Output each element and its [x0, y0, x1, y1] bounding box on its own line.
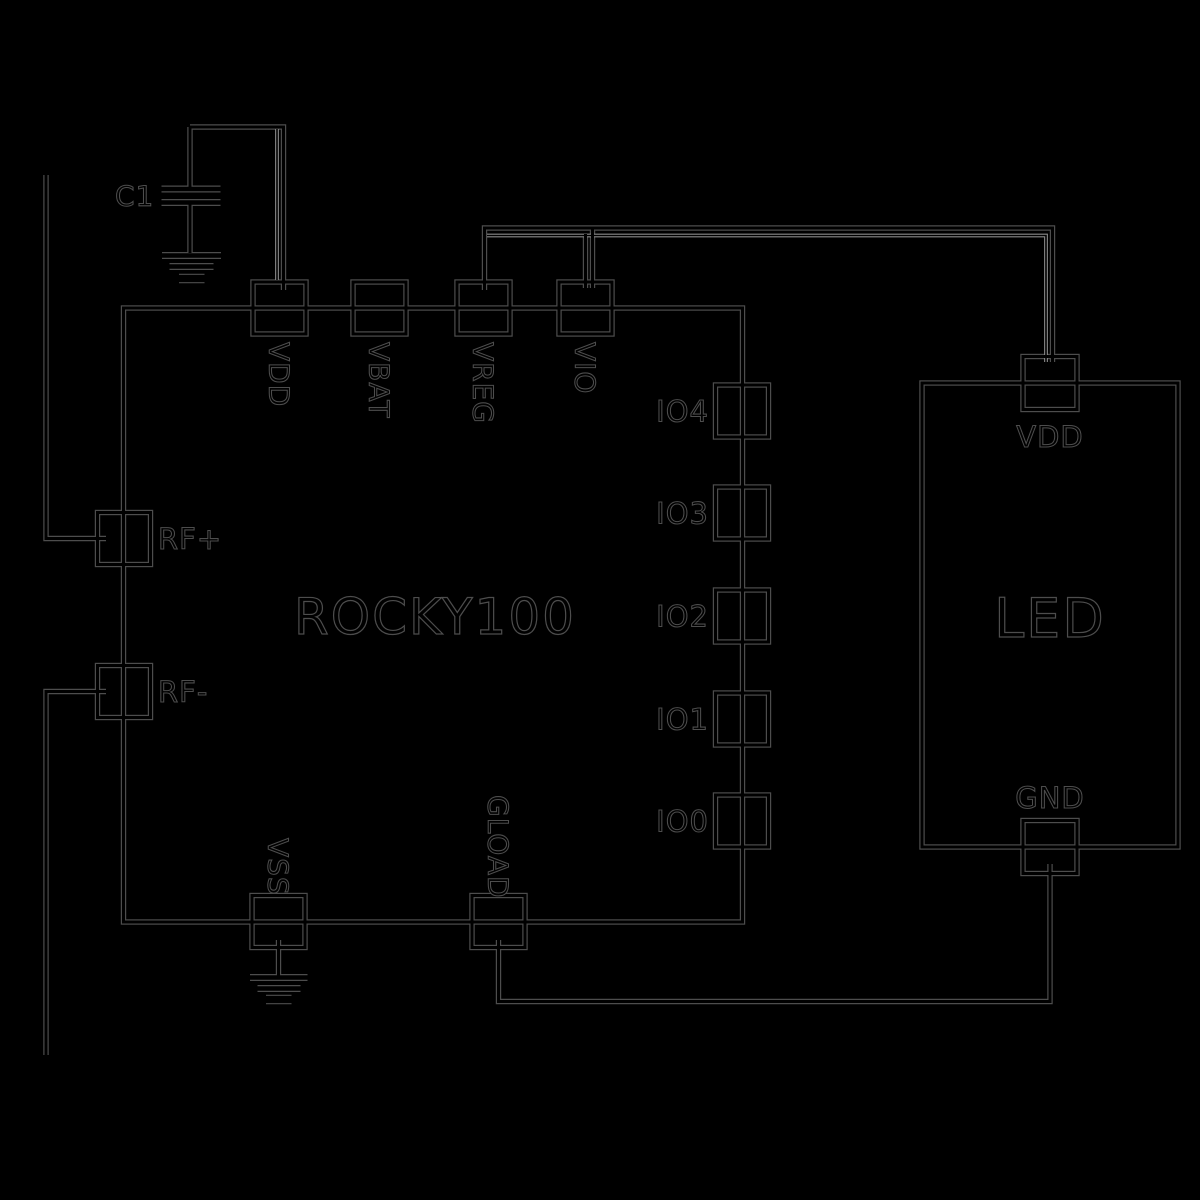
chip-pin-label-io0: IO0	[656, 805, 709, 839]
chip-pin-label-io2: IO2	[656, 600, 709, 634]
labels-layer: C1 VDD VBAT VREG VIO RF+ RF- IO4 IO3 IO2…	[114, 179, 1106, 899]
chip-pin-label-vio: VIO	[569, 342, 602, 394]
chip-pin-label-vreg: VREG	[467, 342, 500, 424]
chip-pin-label-vbat: VBAT	[363, 342, 396, 418]
led-pin-label-gnd: GND	[1015, 781, 1085, 815]
capacitor-c1-label: C1	[115, 180, 154, 213]
chip-pin-label-io4: IO4	[656, 395, 709, 429]
chip-pin-label-rf-plus: RF+	[158, 522, 222, 556]
chip-pin-label-rf-minus: RF-	[158, 675, 208, 709]
chip-pin-label-io3: IO3	[656, 497, 709, 531]
chip-pin-label-gload: GLOAD	[482, 795, 515, 899]
led-title: LED	[994, 587, 1106, 650]
chip-pin-label-vss: VSS	[262, 838, 295, 896]
chip-title: ROCKY100	[294, 588, 576, 646]
chip-pin-label-io1: IO1	[656, 703, 709, 737]
chip-pin-label-vdd: VDD	[263, 342, 296, 407]
led-pin-label-vdd: VDD	[1016, 420, 1084, 454]
